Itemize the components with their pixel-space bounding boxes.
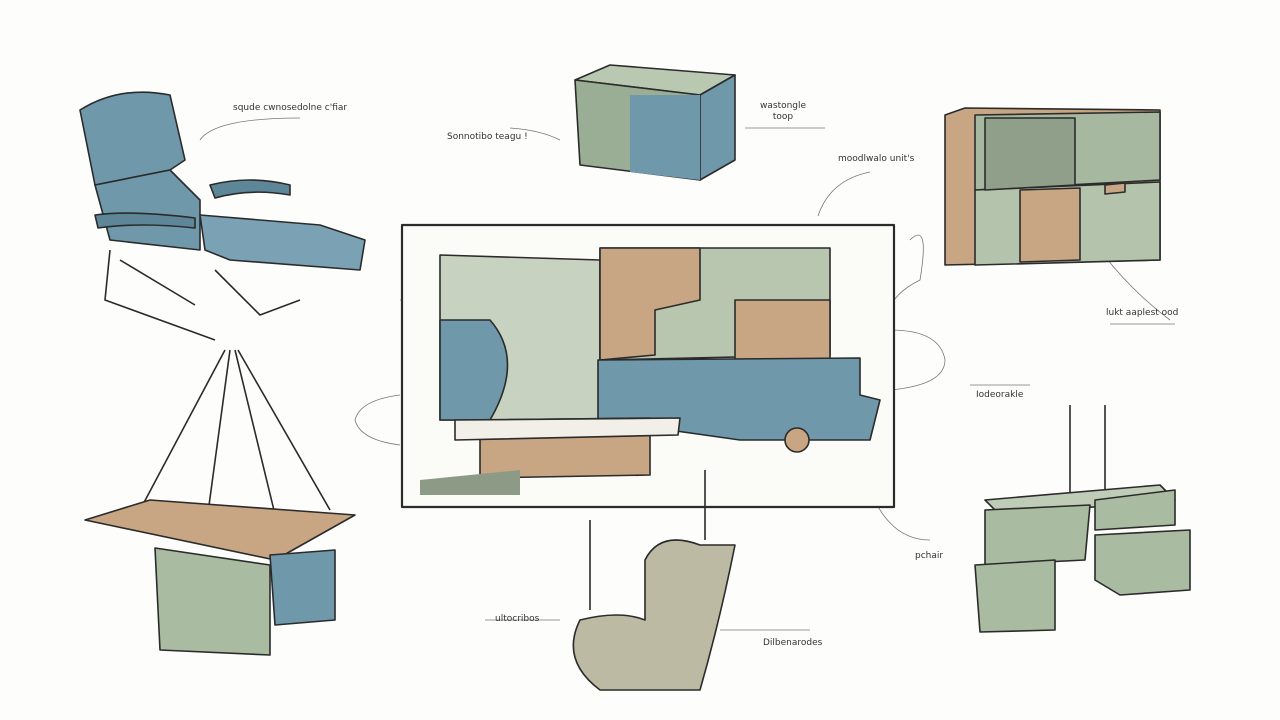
label-recliner: squde cwnosedolne c'fiar — [233, 103, 348, 113]
modular-shelf-sketch — [944, 107, 1161, 266]
living-room-scene — [400, 223, 896, 509]
label-shelf-right: lukt aaplest ood — [1106, 308, 1179, 318]
recliner-sketch — [79, 91, 366, 341]
swing-chair-sketch — [572, 470, 736, 691]
cube-ottoman-sketch — [574, 64, 736, 181]
label-center-table: Iodeorakle — [976, 390, 1024, 400]
label-swing-right: Dilbenarodes — [763, 638, 823, 648]
hanging-table-sketch — [84, 349, 356, 656]
desk-sketch — [974, 405, 1191, 633]
label-modular-units: moodlwalo unit's — [838, 154, 915, 164]
label-swing-left: ultocribos — [495, 614, 540, 624]
label-desk-chair: pchair — [915, 551, 944, 561]
label-cube-ottoman: wastongle toop — [760, 101, 807, 122]
label-side-table: Sonnotibo teagu ! — [447, 132, 528, 142]
